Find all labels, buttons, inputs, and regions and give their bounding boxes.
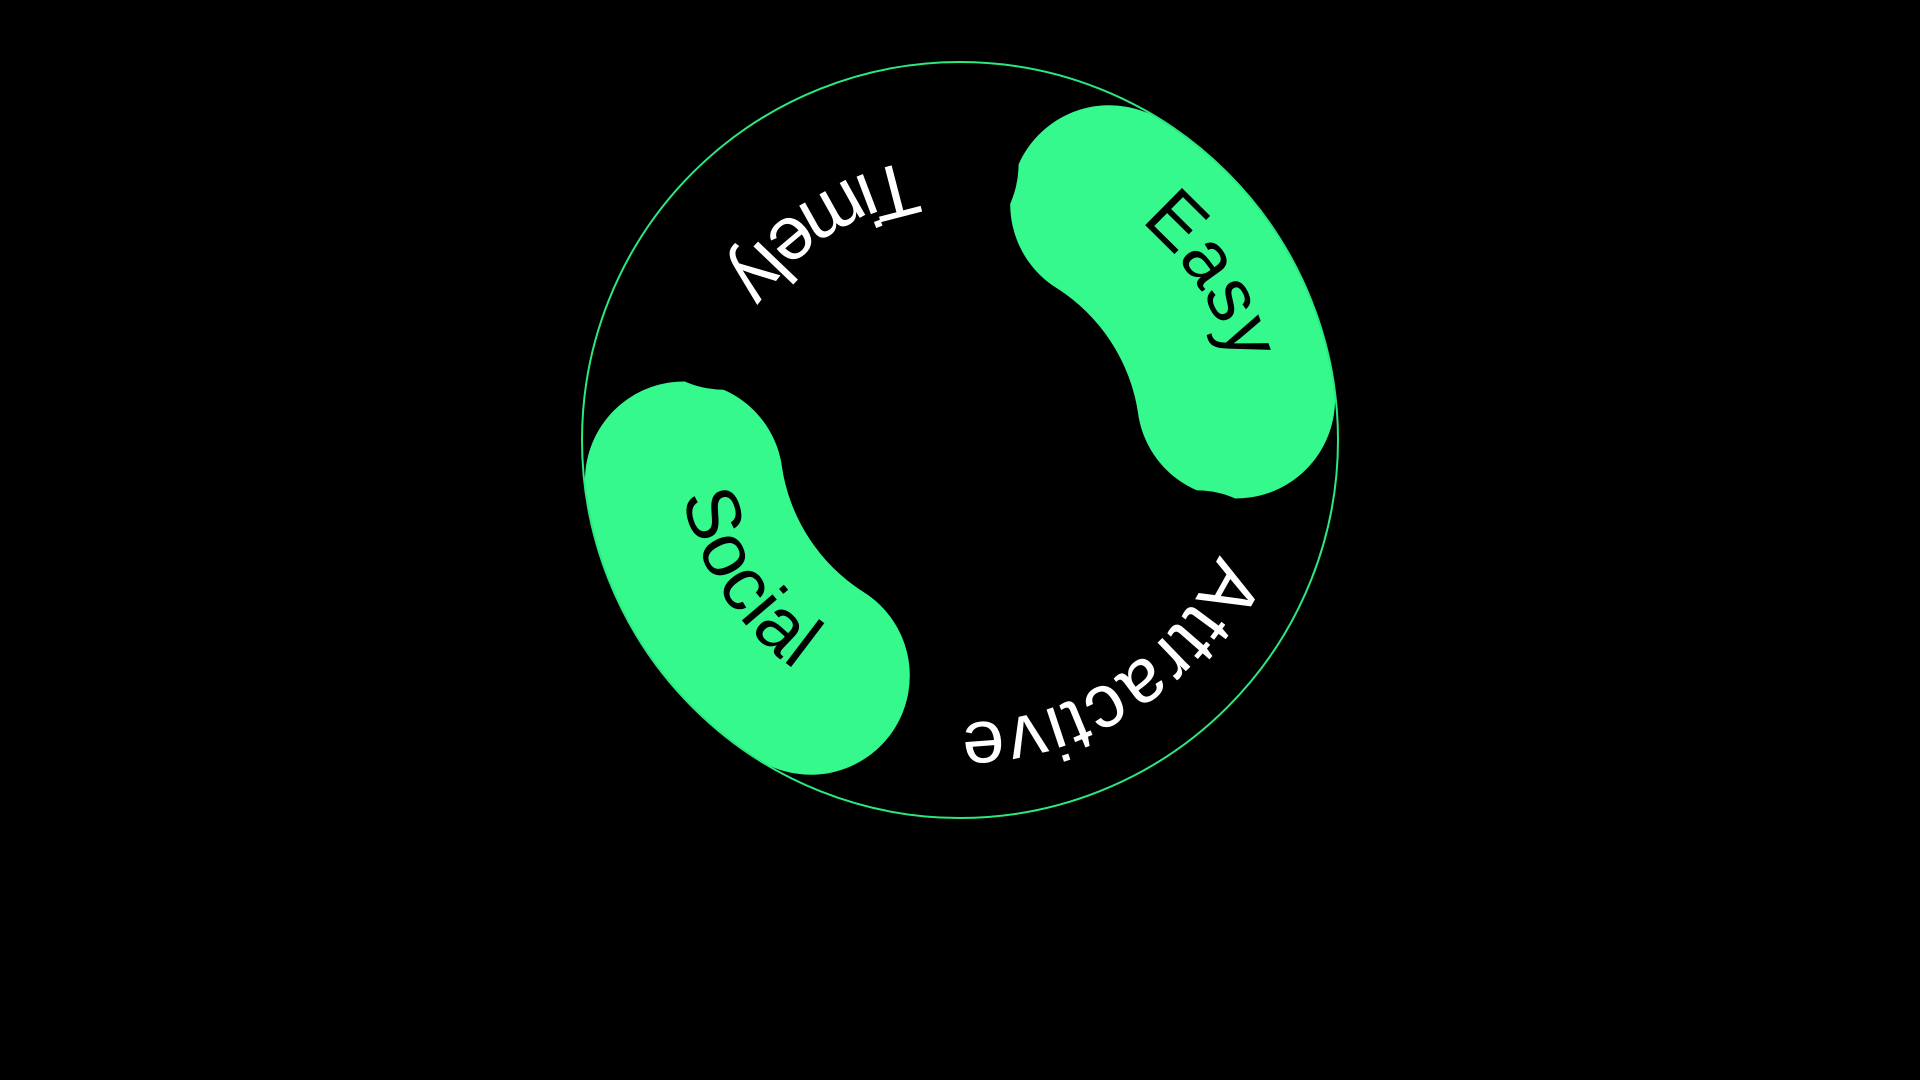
outer-ring-outline: [581, 61, 1339, 819]
inner-hole: [780, 260, 1140, 620]
